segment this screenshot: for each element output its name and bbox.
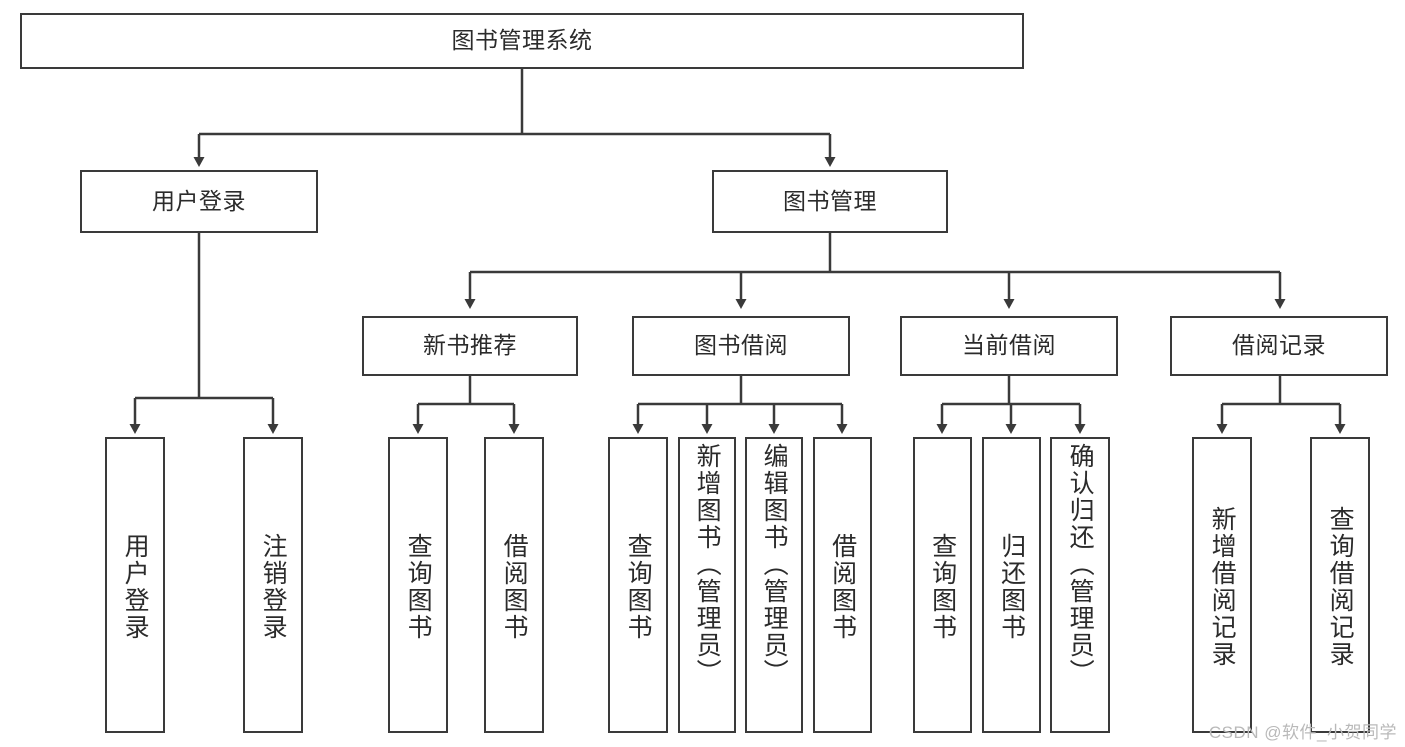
leaf-borrow-record-add-label: 新增借阅记录 [1208,506,1237,668]
node-book-manage[interactable]: 图书管理 [712,170,948,233]
node-new-book-recommend-label: 新书推荐 [423,332,517,359]
node-book-borrow-label: 图书借阅 [694,332,788,359]
leaf-new-book-query-label: 查询图书 [404,533,433,641]
leaf-book-borrow-query[interactable]: 查询图书 [608,437,668,733]
node-root[interactable]: 图书管理系统 [20,13,1024,69]
node-book-manage-label: 图书管理 [783,187,877,214]
node-new-book-recommend[interactable]: 新书推荐 [362,316,578,376]
node-current-borrow[interactable]: 当前借阅 [900,316,1118,376]
leaf-user-login-logout-label: 注销登录 [259,533,288,641]
leaf-current-borrow-query-label: 查询图书 [928,533,957,641]
leaf-current-borrow-confirm[interactable]: 确认归还（管理员） [1050,437,1110,733]
leaf-borrow-record-add[interactable]: 新增借阅记录 [1192,437,1252,733]
node-user-login-label: 用户登录 [152,187,246,214]
node-borrow-record[interactable]: 借阅记录 [1170,316,1388,376]
node-book-borrow[interactable]: 图书借阅 [632,316,850,376]
leaf-new-book-borrow-label: 借阅图书 [500,533,529,641]
leaf-book-borrow-edit-label: 编辑图书（管理员） [760,443,789,686]
node-root-label: 图书管理系统 [451,27,593,54]
node-current-borrow-label: 当前借阅 [962,332,1056,359]
node-borrow-record-label: 借阅记录 [1232,332,1326,359]
leaf-current-borrow-query[interactable]: 查询图书 [913,437,972,733]
leaf-current-borrow-return[interactable]: 归还图书 [982,437,1041,733]
leaf-new-book-borrow[interactable]: 借阅图书 [484,437,544,733]
leaf-borrow-record-query[interactable]: 查询借阅记录 [1310,437,1370,733]
leaf-user-login-logout[interactable]: 注销登录 [243,437,303,733]
leaf-book-borrow-add-label: 新增图书（管理员） [693,443,722,686]
node-user-login[interactable]: 用户登录 [80,170,318,233]
leaf-borrow-record-query-label: 查询借阅记录 [1326,506,1355,668]
leaf-new-book-query[interactable]: 查询图书 [388,437,448,733]
leaf-user-login-login[interactable]: 用户登录 [105,437,165,733]
leaf-book-borrow-add[interactable]: 新增图书（管理员） [678,437,736,733]
leaf-current-borrow-confirm-label: 确认归还（管理员） [1066,443,1095,686]
leaf-book-borrow-edit[interactable]: 编辑图书（管理员） [745,437,803,733]
leaf-user-login-login-label: 用户登录 [121,533,150,641]
leaf-book-borrow-query-label: 查询图书 [624,533,653,641]
leaf-book-borrow-borrow[interactable]: 借阅图书 [813,437,872,733]
leaf-current-borrow-return-label: 归还图书 [997,533,1026,641]
leaf-book-borrow-borrow-label: 借阅图书 [828,533,857,641]
csdn-watermark: CSDN @软件_小贺同学 [1208,723,1397,742]
